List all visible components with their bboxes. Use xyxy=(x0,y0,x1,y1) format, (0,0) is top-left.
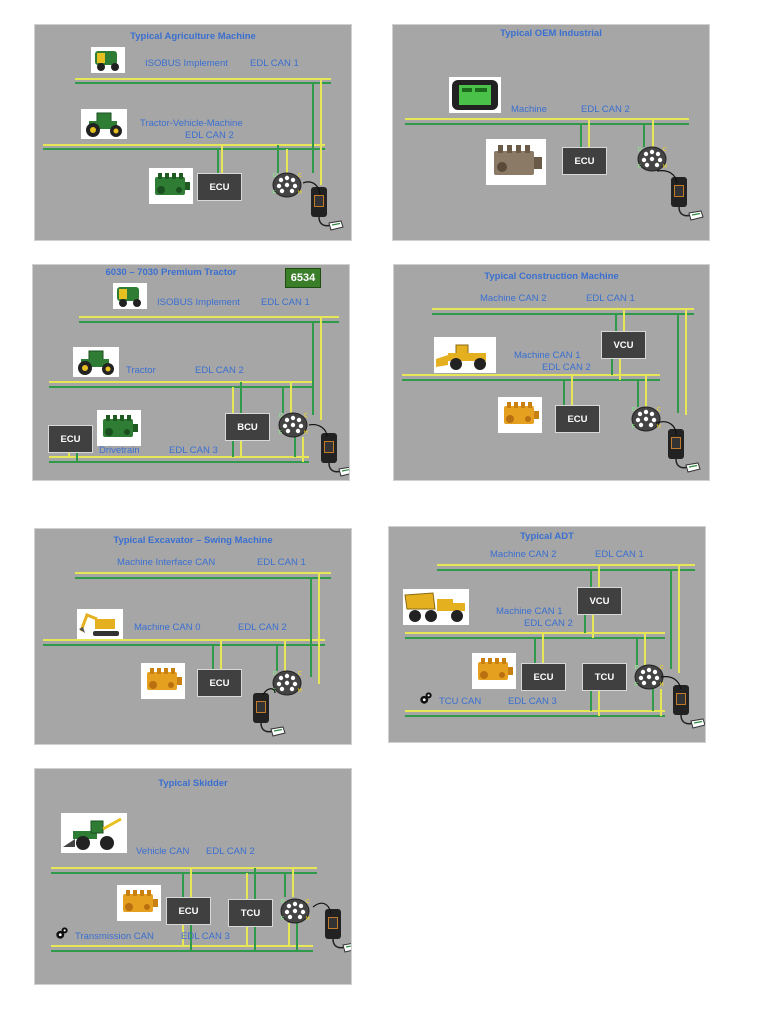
isobus-implement-label: ISOBUS Implement xyxy=(157,297,240,308)
edl-can2-label: EDL CAN 2 xyxy=(524,618,573,629)
edl-can1-label: EDL CAN 1 xyxy=(595,549,644,560)
edl-can3-label: EDL CAN 3 xyxy=(169,445,218,456)
edl-can2-label: EDL CAN 2 xyxy=(195,365,244,376)
ecu-module: ECU xyxy=(521,663,566,691)
vcu-module: VCU xyxy=(601,331,646,359)
engine-icon xyxy=(97,410,141,446)
oem-network-diagram xyxy=(405,118,704,221)
engine-icon xyxy=(149,168,193,204)
ecu-module: ECU xyxy=(555,405,600,433)
edl-can2-label: EDL CAN 2 xyxy=(581,104,630,115)
drivetrain-label: Drivetrain xyxy=(99,445,140,456)
machine-can2-label: Machine CAN 2 xyxy=(480,293,547,304)
display-icon xyxy=(449,77,501,113)
tractor-vehicle-machine-label: Tractor-Vehicle-Machine xyxy=(140,118,243,129)
edl-can1-label: EDL CAN 1 xyxy=(257,557,306,568)
edl-can2-label: EDL CAN 2 xyxy=(206,846,255,857)
panel-title: Typical Construction Machine xyxy=(484,271,619,282)
tcu-module: TCU xyxy=(582,663,627,691)
ecu-module: ECU xyxy=(562,147,607,175)
edl-can3-label: EDL CAN 3 xyxy=(181,931,230,942)
machine-can2-label: Machine CAN 2 xyxy=(490,549,557,560)
panel-agriculture: Typical Agriculture Machine ISOBUS Imple… xyxy=(34,24,352,241)
tcu-can-label: TCU CAN xyxy=(439,696,482,707)
premium-network-diagram xyxy=(49,316,349,477)
gears-icon xyxy=(55,926,69,940)
baler-icon xyxy=(113,283,147,309)
edl-can2-label: EDL CAN 2 xyxy=(185,130,234,141)
panel-title: Typical ADT xyxy=(520,531,574,542)
baler-icon xyxy=(91,47,125,73)
panel-premium-tractor: 6030 – 7030 Premium Tractor 6534 ISOBUS … xyxy=(32,264,350,481)
excavator-network-diagram xyxy=(43,572,331,737)
panel-title: Typical OEM Industrial xyxy=(500,28,602,39)
ecu-module: ECU xyxy=(48,425,93,453)
engine-icon xyxy=(486,139,546,185)
machine-can1-label: Machine CAN 1 xyxy=(496,606,563,617)
vcu-module: VCU xyxy=(577,587,622,615)
engine-icon xyxy=(141,663,185,699)
panel-adt: Typical ADT Machine CAN 2 EDL CAN 1 VCU … xyxy=(388,526,706,743)
panel-oem-industrial: Typical OEM Industrial Machine EDL CAN 2… xyxy=(392,24,710,241)
loader-icon xyxy=(434,337,496,373)
panel-title: Typical Excavator – Swing Machine xyxy=(113,535,273,546)
edl-can1-label: EDL CAN 1 xyxy=(586,293,635,304)
edl-can2-label: EDL CAN 2 xyxy=(542,362,591,373)
machine-label: Machine xyxy=(511,104,547,115)
vehicle-can-label: Vehicle CAN xyxy=(136,846,190,857)
skidder-network-diagram xyxy=(51,867,351,953)
ecu-module: ECU xyxy=(197,173,242,201)
panel-excavator: Typical Excavator – Swing Machine Machin… xyxy=(34,528,352,745)
ecu-module: ECU xyxy=(197,669,242,697)
tractor-label: Tractor xyxy=(126,365,156,376)
edl-can3-label: EDL CAN 3 xyxy=(508,696,557,707)
model-badge: 6534 xyxy=(285,268,321,288)
panel-title: Typical Agriculture Machine xyxy=(130,31,256,42)
bcu-module: BCU xyxy=(225,413,270,441)
machine-interface-can-label: Machine Interface CAN xyxy=(117,557,216,568)
dump-truck-icon xyxy=(403,589,469,625)
tractor-icon xyxy=(73,347,119,377)
skidder-icon xyxy=(61,813,127,853)
agriculture-network-diagram xyxy=(43,78,344,231)
machine-can1-label: Machine CAN 1 xyxy=(514,350,581,361)
engine-icon xyxy=(117,885,161,921)
panel-title: Typical Skidder xyxy=(158,778,228,789)
adt-network-diagram xyxy=(405,564,705,729)
edl-can2-label: EDL CAN 2 xyxy=(238,622,287,633)
tcu-module: TCU xyxy=(228,899,273,927)
gears-icon xyxy=(419,691,433,705)
ecu-module: ECU xyxy=(166,897,211,925)
transmission-can-label: Transmission CAN xyxy=(75,931,154,942)
panel-title: 6030 – 7030 Premium Tractor xyxy=(105,267,237,278)
edl-can1-label: EDL CAN 1 xyxy=(250,58,299,69)
isobus-implement-label: ISOBUS Implement xyxy=(145,58,228,69)
panel-skidder: Typical Skidder Vehicle CAN EDL CAN 2 EC… xyxy=(34,768,352,985)
tractor-icon xyxy=(81,109,127,139)
edl-can1-label: EDL CAN 1 xyxy=(261,297,310,308)
excavator-icon xyxy=(77,609,123,639)
construction-network-diagram xyxy=(402,308,701,473)
engine-icon xyxy=(498,397,542,433)
panel-construction: Typical Construction Machine Machine CAN… xyxy=(393,264,710,481)
engine-icon xyxy=(472,653,516,689)
machine-can0-label: Machine CAN 0 xyxy=(134,622,201,633)
